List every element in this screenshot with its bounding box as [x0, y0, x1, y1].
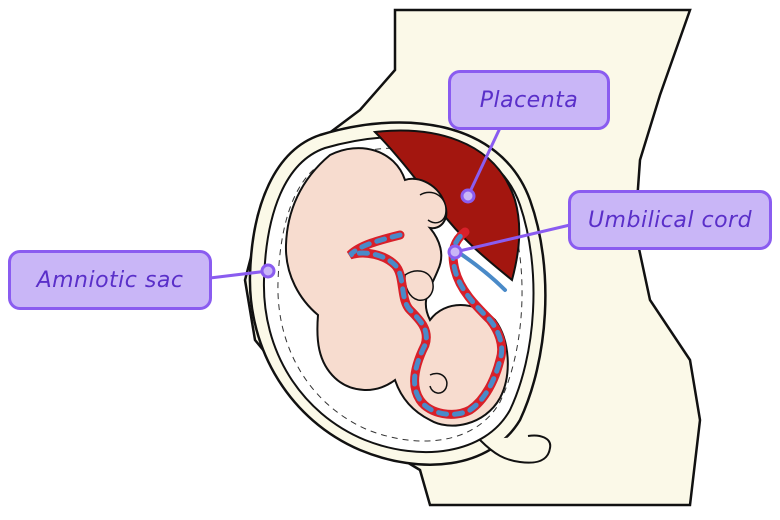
amniotic-sac-label: Amniotic sac [8, 250, 212, 310]
fetus-foot [419, 191, 447, 224]
placenta-pointer-dot [460, 188, 476, 204]
placenta-label-text: Placenta [479, 87, 579, 113]
umbilical-cord-leader-line [454, 223, 571, 254]
placenta-label: Placenta [448, 70, 610, 130]
umbilical-cord-pointer-dot [447, 244, 463, 260]
amniotic-sac-label-text: Amniotic sac [36, 267, 184, 293]
amniotic-sac-pointer-dot [260, 263, 276, 279]
placenta-leader-line [466, 127, 502, 197]
umbilical-cord-label: Umbilical cord [568, 190, 772, 250]
fetus-ear [429, 372, 448, 394]
amniotic-sac-leader-line [209, 269, 269, 280]
fetus-hand [404, 270, 434, 301]
umbilical-cord-label-text: Umbilical cord [587, 207, 753, 233]
cervix [479, 434, 552, 464]
